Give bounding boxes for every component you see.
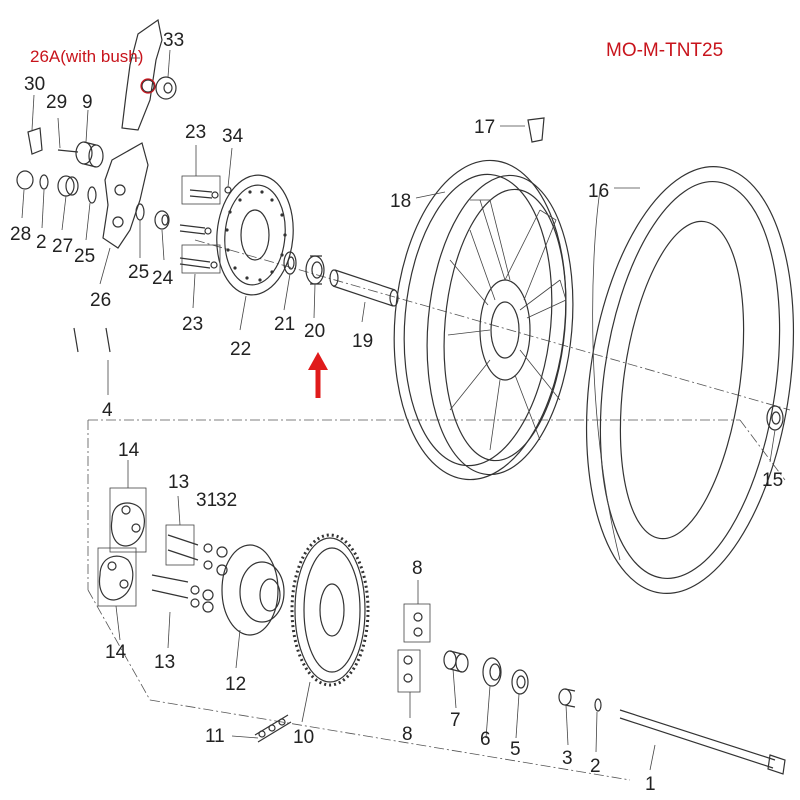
label-25-right: 25: [128, 262, 149, 283]
label-13-bottom: 13: [154, 652, 175, 673]
model-code: MO-M-TNT25: [606, 40, 723, 61]
washers-31-32: [190, 543, 228, 613]
bolt-29: [57, 149, 79, 153]
tire: [585, 166, 795, 594]
label-8-top: 8: [412, 558, 423, 579]
nut-28: [16, 170, 34, 190]
axle-sleeve: [329, 269, 399, 307]
collar-3: [558, 688, 576, 708]
hub-bolts-13: [151, 524, 199, 599]
label-12: 12: [225, 674, 246, 695]
pin-30: [27, 127, 43, 155]
label-24: 24: [152, 268, 174, 289]
wheel-rim: [393, 159, 574, 481]
label-16: 16: [588, 181, 609, 202]
label-32: 32: [216, 490, 237, 511]
label-21: 21: [274, 314, 295, 335]
cotter-pins: [73, 327, 111, 353]
label-20: 20: [304, 321, 325, 342]
label-30: 30: [24, 74, 45, 95]
washer-2-bottom: [594, 698, 602, 712]
label-5: 5: [510, 739, 521, 760]
label-9: 9: [82, 92, 93, 113]
label-2-bottom: 2: [590, 756, 601, 777]
caliper-bracket: [102, 142, 149, 249]
label-22: 22: [230, 339, 251, 360]
spacer-24: [154, 210, 170, 230]
label-28: 28: [10, 224, 31, 245]
label-23-bottom: 23: [182, 314, 203, 335]
label-6: 6: [480, 729, 491, 750]
label-31: 31: [196, 490, 217, 511]
label-33: 33: [163, 30, 184, 51]
label-17: 17: [474, 117, 495, 138]
sprocket-hub-12: [221, 544, 285, 636]
leader-lines: [21, 49, 776, 771]
valve-17: [527, 117, 545, 143]
label-27: 27: [52, 236, 73, 257]
bush-33: [155, 76, 177, 100]
disc-bolts: [179, 175, 232, 274]
label-26: 26: [90, 290, 111, 311]
label-23-top: 23: [185, 122, 206, 143]
bearing-6: [482, 657, 502, 687]
label-8-bottom: 8: [402, 724, 413, 745]
label-11: 11: [205, 726, 225, 747]
label-26a-with-bush: 26A(with bush): [30, 47, 143, 66]
brake-disc: [216, 174, 294, 296]
label-19: 19: [352, 331, 373, 352]
axle-1: [619, 709, 786, 775]
red-arrow-up-icon: [308, 352, 328, 398]
bush-27: [57, 175, 79, 197]
label-2-top: 2: [36, 232, 47, 253]
label-15: 15: [762, 470, 783, 491]
chain-11: [254, 714, 292, 743]
bearing-20: [305, 255, 325, 285]
label-3: 3: [562, 748, 573, 769]
label-18: 18: [390, 191, 411, 212]
sprocket-10: [290, 533, 370, 687]
label-29: 29: [46, 92, 67, 113]
upper-bracket-26a: [121, 18, 163, 131]
label-34: 34: [222, 126, 244, 147]
damper-rubbers-top: [109, 487, 147, 553]
damper-rubbers-bottom: [97, 547, 137, 607]
label-14-top: 14: [118, 440, 140, 461]
label-1: 1: [645, 774, 656, 795]
washer-2-top: [39, 174, 49, 190]
assembly-outline: [87, 239, 791, 781]
label-7: 7: [450, 710, 461, 731]
spacer-7: [443, 650, 469, 673]
label-13-top: 13: [168, 472, 189, 493]
seal-5: [511, 669, 529, 695]
bush-9: [75, 141, 104, 168]
label-4: 4: [102, 400, 113, 421]
label-10: 10: [293, 727, 314, 748]
label-14-bottom: 14: [105, 642, 127, 663]
label-25-left: 25: [74, 246, 95, 267]
bearing-15: [766, 405, 784, 431]
nuts-8: [397, 603, 431, 693]
